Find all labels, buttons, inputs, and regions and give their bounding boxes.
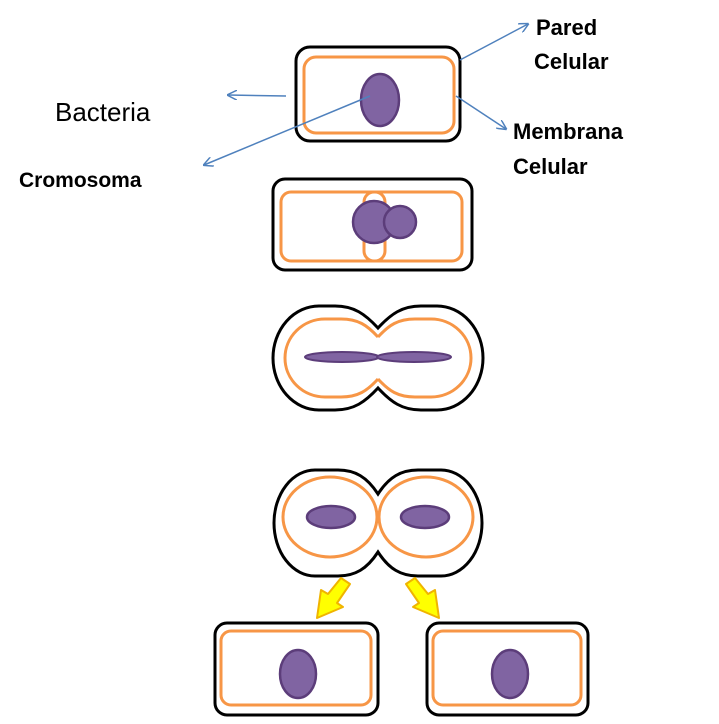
chromosome (278, 648, 318, 700)
stage-4-septum-formation (272, 468, 484, 578)
chromosome (490, 648, 530, 700)
chromosome-left (305, 504, 357, 530)
membrana-celular-label-line2: Celular (513, 154, 588, 179)
cromosoma-label: Cromosoma (19, 169, 142, 192)
cell-membrane-right-shape (377, 475, 475, 559)
cell-membrane-left-shape (281, 475, 379, 559)
stage-1-bacteria (294, 45, 462, 143)
division-arrow-left-icon (316, 577, 351, 619)
bacteria-arrow (228, 95, 287, 96)
stage-5-daughter-cell-left (213, 621, 380, 717)
division-arrows (316, 577, 440, 619)
membrana-celular-arrow (455, 95, 506, 129)
chromosome-left (304, 351, 380, 363)
pointer-arrows (204, 24, 528, 165)
chromosome-copy (382, 204, 418, 240)
cell-membrane-left (283, 317, 380, 399)
pared-celular-label-line2: Celular (534, 49, 609, 74)
pared-celular-arrow (459, 24, 528, 61)
pared-celular-label-line1: Pared (536, 15, 598, 40)
stage-2-chromosome-replication (271, 177, 474, 272)
cell-membrane-right (376, 317, 473, 399)
chromosome-right (376, 351, 452, 363)
division-arrow-right-icon (405, 577, 440, 619)
cromosoma-arrow (204, 95, 371, 165)
membrana-celular-label-line1: Membrana (513, 119, 624, 144)
stage-3-cell-elongation (271, 304, 485, 412)
cell-membrane (431, 629, 583, 707)
cell-membrane (219, 629, 373, 707)
bacteria-label: Bacteria (55, 97, 151, 127)
stage-5-daughter-cell-right (425, 621, 590, 717)
cell-membrane (302, 55, 456, 135)
chromosome-right (399, 504, 451, 530)
chromosome (359, 72, 401, 128)
